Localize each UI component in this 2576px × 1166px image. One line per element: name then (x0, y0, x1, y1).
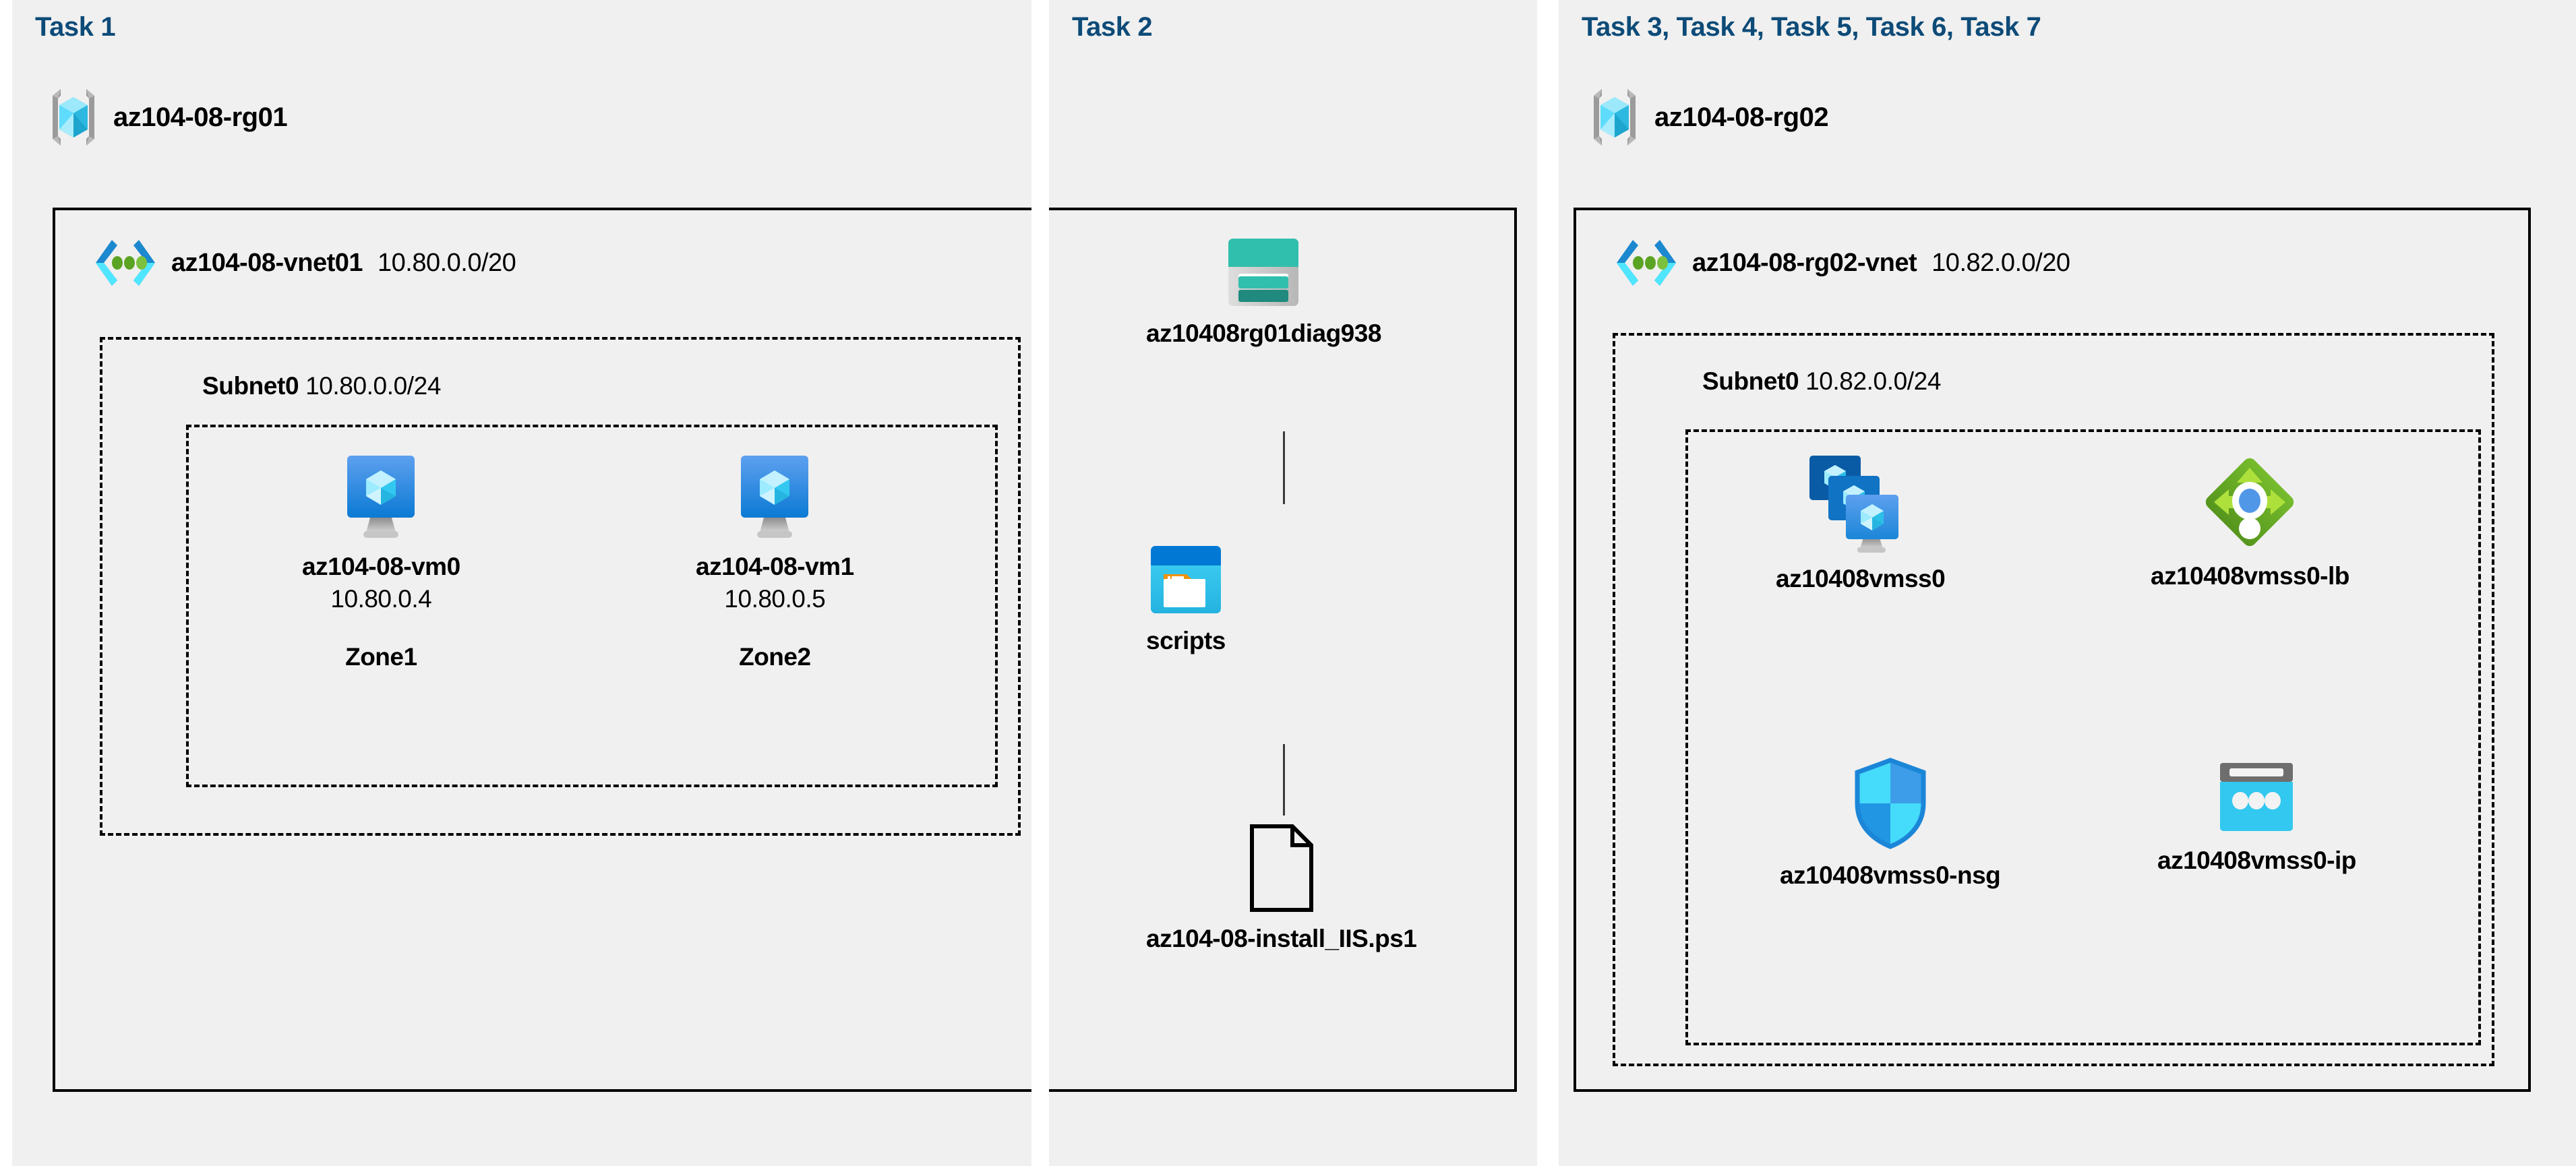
public-ip-address-icon (2216, 762, 2297, 836)
node-blob-container[interactable]: scripts (1146, 545, 1226, 655)
virtual-machine-icon (734, 453, 815, 542)
node-blob-container-name: scripts (1146, 627, 1226, 654)
node-load-balancer[interactable]: az10408vmss0-lb (2151, 453, 2349, 590)
task1-panel (12, 0, 1031, 1166)
resource-group-icon (47, 86, 100, 148)
vnet01-boundary (53, 208, 1517, 1092)
node-vm1-name: az104-08-vm1 (696, 553, 854, 580)
virtual-machine-icon (340, 453, 421, 542)
connector-scripts-to-file (1283, 744, 1285, 816)
left-gutter (0, 0, 12, 1166)
connector-storage-to-scripts (1283, 431, 1285, 504)
gutter-task1-task2 (1031, 0, 1049, 1166)
node-vmss[interactable]: az10408vmss0 (1776, 453, 1946, 593)
vnet02-header: az104-08-rg02-vnet 10.82.0.0/20 (1615, 237, 2070, 288)
node-vm0-zone: Zone1 (345, 643, 417, 671)
virtual-network-icon (1615, 237, 1677, 288)
availability-zone-boundary (186, 425, 998, 787)
node-vm1[interactable]: az104-08-vm1 10.80.0.5 Zone2 (696, 453, 854, 671)
vm-scale-set-icon (1807, 453, 1915, 554)
subnet02-label: Subnet0 10.82.0.0/24 (1702, 367, 1941, 396)
resource-group-name: az104-08-rg02 (1654, 102, 1829, 132)
subnet01-label: Subnet0 10.80.0.0/24 (202, 372, 441, 400)
node-vm0-ip: 10.80.0.4 (330, 585, 432, 613)
vnet01-header: az104-08-vnet01 10.80.0.0/20 (94, 237, 516, 288)
gutter-task2-task3 (1537, 0, 1559, 1166)
node-load-balancer-name: az10408vmss0-lb (2151, 562, 2349, 590)
virtual-network-icon (94, 237, 156, 288)
subnet02-name: Subnet0 (1702, 367, 1799, 395)
resource-group-icon (1588, 86, 1641, 148)
task3-heading: Task 3, Task 4, Task 5, Task 6, Task 7 (1582, 12, 2041, 42)
node-vm1-zone: Zone2 (739, 643, 811, 671)
task3-panel (1559, 0, 2576, 1166)
subnet02-cidr: 10.82.0.0/24 (1805, 367, 1942, 395)
node-vm1-ip: 10.80.0.5 (724, 585, 826, 613)
blob-container-icon (1149, 545, 1223, 615)
node-vm0-name: az104-08-vm0 (302, 553, 460, 580)
storage-account-icon (1226, 237, 1300, 307)
subnet02-boundary (1613, 333, 2494, 1066)
subnet01-cidr: 10.80.0.0/24 (305, 372, 442, 400)
vnet01-cidr: 10.80.0.0/20 (378, 248, 516, 277)
vnet01-name: az104-08-vnet01 (171, 248, 363, 277)
node-script-file[interactable]: az104-08-install_IIS.ps1 (1146, 824, 1417, 953)
task2-panel (1049, 0, 1537, 1166)
vnet02-name: az104-08-rg02-vnet (1692, 248, 1917, 277)
node-script-file-name: az104-08-install_IIS.ps1 (1146, 925, 1417, 952)
vmss-resources-boundary (1685, 429, 2481, 1045)
resource-group-rg01: az104-08-rg01 (47, 86, 288, 148)
node-storage-account-name: az10408rg01diag938 (1146, 319, 1381, 347)
node-vm0[interactable]: az104-08-vm0 10.80.0.4 Zone1 (302, 453, 460, 671)
subnet01-boundary (100, 337, 1021, 836)
node-network-security-group[interactable]: az10408vmss0-nsg (1780, 756, 2001, 890)
task1-heading: Task 1 (35, 12, 116, 42)
subnet01-name: Subnet0 (202, 372, 299, 400)
node-storage-account[interactable]: az10408rg01diag938 (1146, 237, 1381, 348)
network-security-group-icon (1851, 756, 1930, 851)
resource-group-rg02: az104-08-rg02 (1588, 86, 1829, 148)
node-public-ip-name: az10408vmss0-ip (2157, 847, 2356, 874)
resource-group-name: az104-08-rg01 (113, 102, 288, 132)
node-public-ip[interactable]: az10408vmss0-ip (2157, 762, 2356, 875)
task2-heading: Task 2 (1072, 12, 1153, 42)
vnet02-cidr: 10.82.0.0/20 (1931, 248, 2070, 277)
file-document-icon (1244, 824, 1319, 913)
load-balancer-icon (2200, 453, 2299, 551)
vnet02-boundary (1574, 208, 2531, 1092)
node-network-security-group-name: az10408vmss0-nsg (1780, 861, 2001, 889)
node-vmss-name: az10408vmss0 (1776, 565, 1946, 592)
